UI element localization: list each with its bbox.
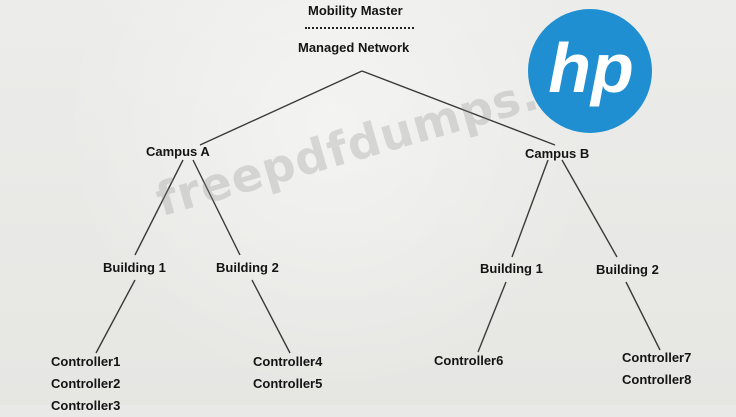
hp-logo-text: hp (548, 29, 634, 107)
campus-a-building-1-label: Building 1 (103, 260, 166, 275)
campus-b-label: Campus B (525, 146, 590, 161)
edge-root-campus-b (361, 70, 556, 146)
edge-campus-b-building-1 (511, 159, 549, 258)
root-title: Mobility Master (308, 3, 403, 18)
edge-a-building-2-controllers (251, 279, 291, 354)
root-subtitle: Managed Network (298, 40, 410, 55)
controller-6-label: Controller6 (434, 353, 504, 368)
controller-3-label: Controller3 (51, 398, 121, 413)
campus-b-building-2-label: Building 2 (596, 262, 659, 277)
edge-campus-a-building-2 (192, 159, 241, 256)
campus-a-building-2-controller-list: Controller4 Controller5 (253, 351, 322, 395)
campus-b-building-2-controller-list: Controller7 Controller8 (622, 347, 691, 391)
campus-a-building-2-label: Building 2 (216, 260, 279, 275)
controller-5-label: Controller5 (253, 376, 323, 391)
edge-b-building-1-controllers (477, 281, 507, 353)
controller-2-label: Controller2 (51, 376, 121, 391)
edge-root-campus-a (199, 70, 363, 146)
hierarchy-lines (95, 70, 661, 354)
edge-campus-a-building-1 (134, 159, 184, 256)
edge-a-building-1-controllers (95, 279, 136, 354)
edge-campus-b-building-2 (561, 159, 618, 258)
hp-logo-icon: hp (528, 9, 652, 133)
controller-1-label: Controller1 (51, 354, 121, 369)
campus-a-building-1-controller-list: Controller1 Controller2 Controller3 (51, 351, 120, 417)
controller-7-label: Controller7 (622, 350, 692, 365)
controller-4-label: Controller4 (253, 354, 323, 369)
campus-a-label: Campus A (146, 144, 210, 159)
campus-b-building-1-controller-list: Controller6 (434, 350, 503, 372)
campus-b-building-1-label: Building 1 (480, 261, 543, 276)
root-divider (305, 27, 414, 29)
edge-b-building-2-controllers (625, 281, 661, 351)
controller-8-label: Controller8 (622, 372, 692, 387)
